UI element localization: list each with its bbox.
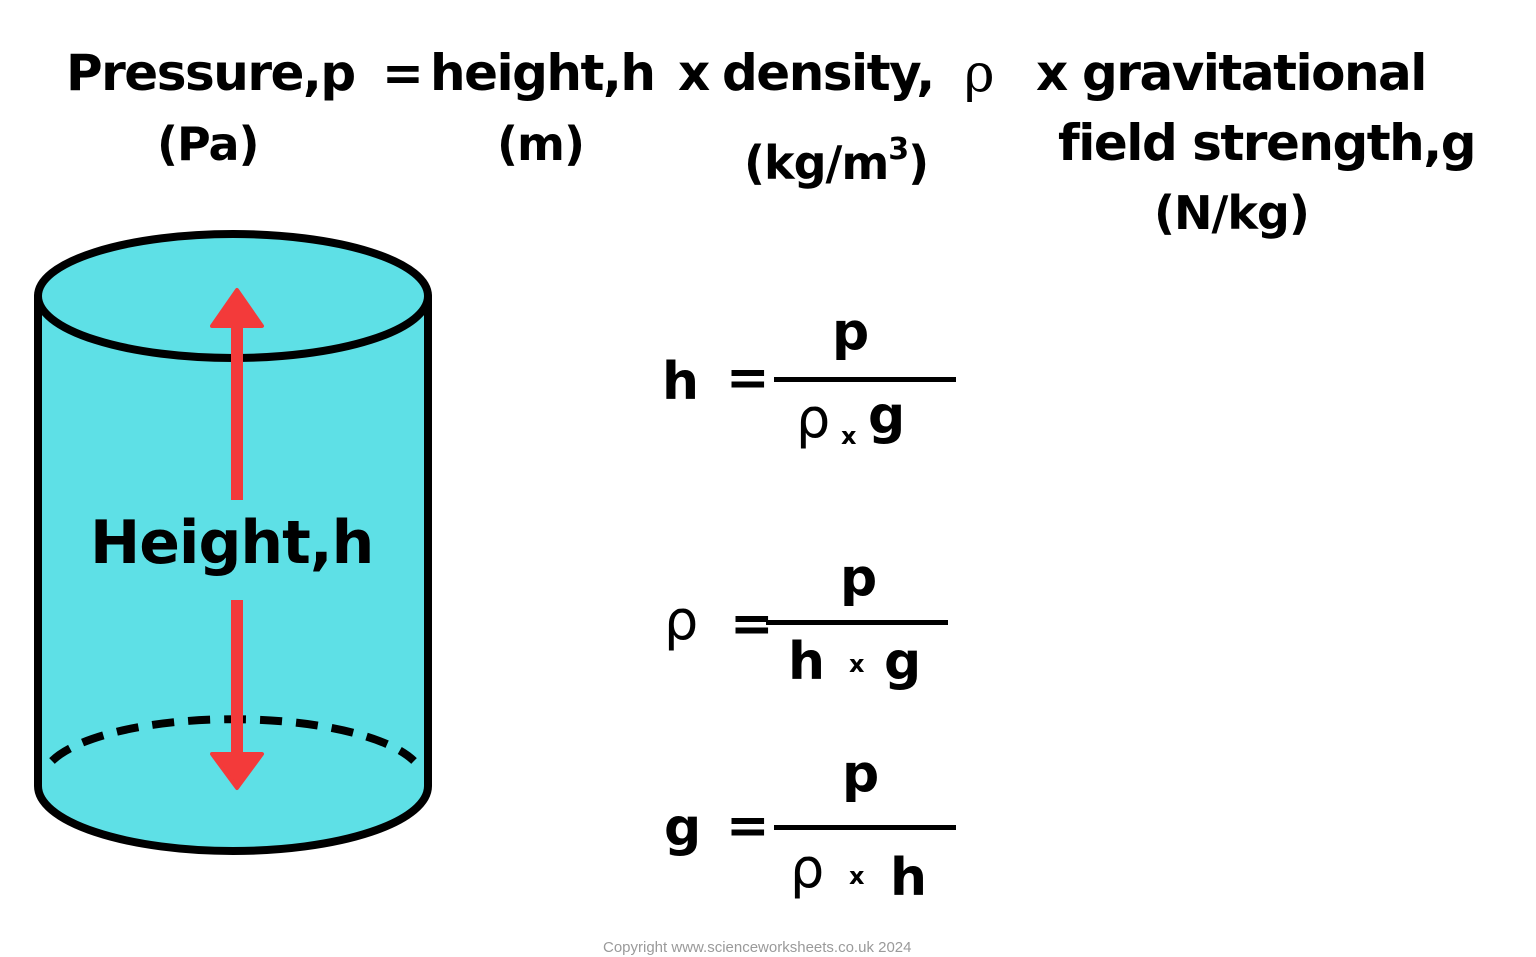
equals-sign: = xyxy=(726,796,770,856)
equals-sign: = xyxy=(382,44,424,102)
equals-sign: = xyxy=(726,348,770,408)
density-unit: (kg/m3) xyxy=(744,132,929,190)
times-sign-1: x xyxy=(678,44,710,102)
denominator-g: g xyxy=(884,632,922,692)
denominator-rho: ρ xyxy=(796,387,831,450)
height-diagram-label: Height,h xyxy=(90,508,374,578)
times-sign: x xyxy=(841,422,857,450)
cylinder-icon xyxy=(34,230,432,855)
gravity-label-line2: field strength,g xyxy=(1058,114,1477,172)
density-label: density, xyxy=(722,44,935,102)
numerator: p xyxy=(842,744,880,804)
numerator: p xyxy=(832,302,870,362)
denominator-g: g xyxy=(868,386,906,446)
equation-lhs: g xyxy=(664,798,702,858)
copyright-text: Copyright www.scienceworksheets.co.uk 20… xyxy=(603,939,912,956)
density-symbol: ρ xyxy=(964,44,995,104)
equation-lhs: ρ xyxy=(664,589,699,652)
fraction-bar xyxy=(774,825,956,830)
fraction-bar xyxy=(766,620,948,625)
fraction-bar xyxy=(774,377,956,382)
denominator-h: h xyxy=(890,848,928,908)
equation-lhs: h xyxy=(662,352,700,412)
times-sign: x xyxy=(849,650,865,678)
pressure-unit: (Pa) xyxy=(157,117,260,171)
cylinder-diagram: Height,h xyxy=(30,226,436,858)
pressure-label: Pressure,p xyxy=(66,44,356,102)
height-label: height,h xyxy=(430,44,656,102)
height-unit: (m) xyxy=(497,117,585,171)
times-sign: x xyxy=(849,862,865,890)
denominator-h: h xyxy=(788,632,826,692)
gravity-unit: (N/kg) xyxy=(1154,186,1310,240)
times-sign-2: x xyxy=(1036,44,1068,102)
gravity-label-line1: gravitational xyxy=(1082,44,1427,102)
numerator: p xyxy=(840,548,878,608)
denominator-rho: ρ xyxy=(790,837,825,900)
